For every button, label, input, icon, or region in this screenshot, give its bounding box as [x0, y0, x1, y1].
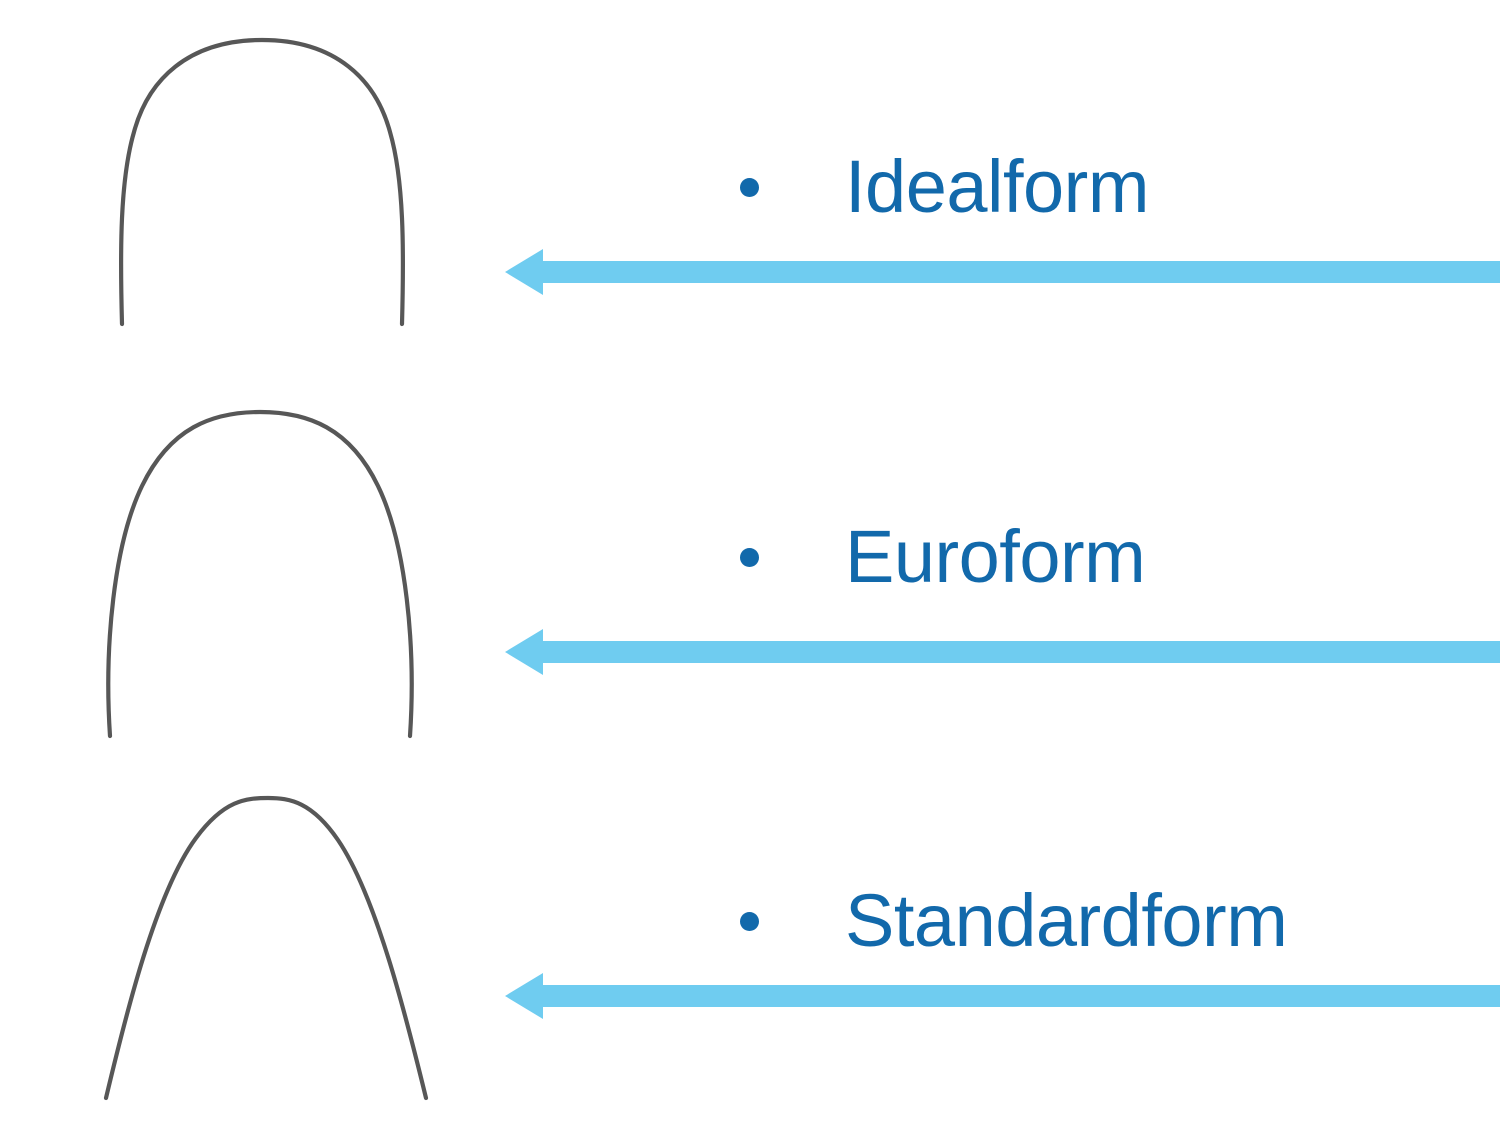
left-arrow-euroform [505, 628, 1500, 676]
left-arrow-standardform-shape [505, 973, 1500, 1019]
left-arrow-idealform [505, 248, 1500, 296]
archwire-euroform-icon [106, 409, 414, 739]
archwire-figure-idealform [60, 18, 460, 338]
archwire-figure-standardform [60, 782, 460, 1108]
left-arrow-euroform-icon [505, 629, 1500, 675]
archwire-standardform-path [103, 795, 429, 1101]
bullet-item-euroform: Euroform [740, 515, 1146, 598]
left-arrow-euroform-shape [505, 629, 1500, 675]
bullet-dot-icon [740, 547, 759, 567]
bullet-item-standardform: Standardform [740, 879, 1288, 962]
archwire-euroform-path [106, 409, 414, 739]
left-arrow-idealform-icon [505, 249, 1500, 295]
left-arrow-idealform-shape [505, 249, 1500, 295]
left-arrow-standardform [505, 972, 1500, 1020]
bullet-label-idealform: Idealform [845, 145, 1149, 228]
bullet-dot-icon [740, 911, 759, 931]
bullet-label-euroform: Euroform [845, 515, 1146, 598]
archwire-idealform-icon [118, 37, 406, 327]
archwire-idealform-path [118, 37, 406, 327]
archwire-figure-euroform [60, 394, 460, 746]
archwire-standardform-icon [103, 795, 429, 1101]
left-arrow-standardform-icon [505, 973, 1500, 1019]
bullet-item-idealform: Idealform [740, 150, 1149, 224]
bullet-dot-icon [740, 177, 759, 197]
bullet-label-standardform: Standardform [845, 879, 1288, 962]
